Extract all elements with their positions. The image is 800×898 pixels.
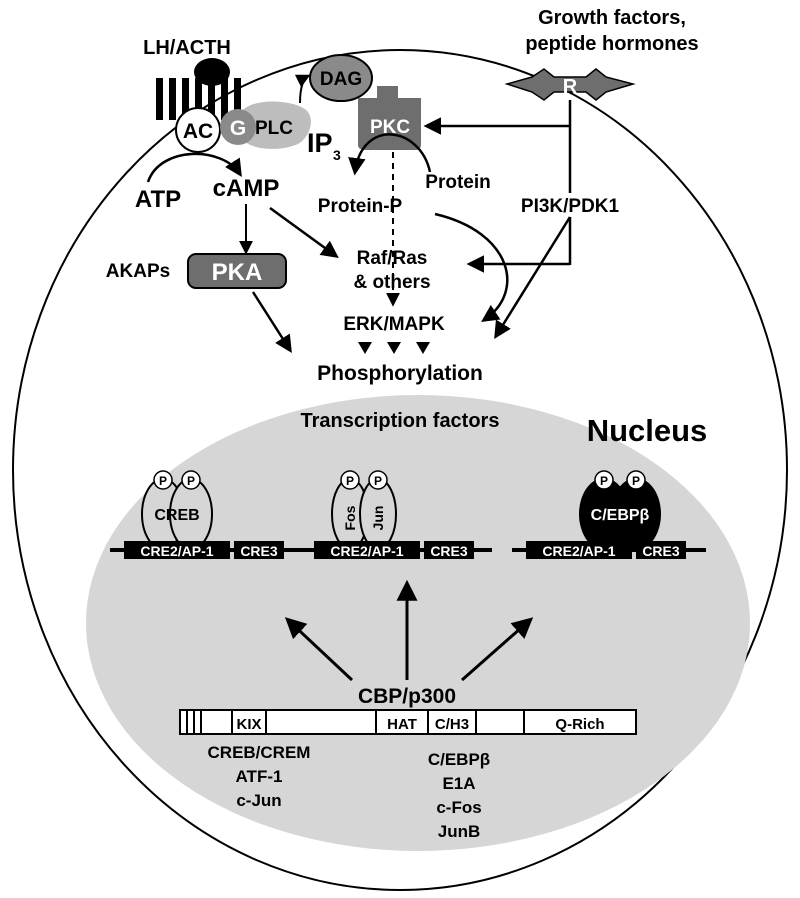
- left-partner-2: ATF-1: [236, 767, 283, 786]
- pkc-label: PKC: [370, 117, 410, 138]
- cbp-title: CBP/p300: [358, 685, 456, 708]
- gpcr-receptor: [156, 78, 241, 120]
- raf-ras-line1: Raf/Ras: [357, 248, 428, 269]
- protein-p-label: Protein-P: [318, 196, 403, 217]
- cebp-label: C/EBPβ: [591, 507, 650, 524]
- right-partner-3: c-Fos: [436, 798, 481, 817]
- g-protein: [220, 109, 256, 145]
- protein-p-to-erk-arrow: [434, 212, 509, 322]
- dna-element-2: [300, 541, 492, 559]
- jun-p: P: [374, 474, 382, 488]
- erk-mapk-label: ERK/MAPK: [343, 314, 445, 335]
- cre3-label-3: CRE3: [642, 543, 680, 559]
- pka-box: [187, 253, 287, 289]
- rtk-receptor: [504, 68, 636, 101]
- cre2-label-1: CRE2/AP-1: [140, 543, 213, 559]
- pkc-phosphorylation-cycle: [348, 133, 432, 176]
- cre2-label-3: CRE2/AP-1: [542, 543, 615, 559]
- ac-enzyme: [175, 107, 221, 153]
- camp-label: cAMP: [213, 175, 280, 202]
- ch3-domain: C/H3: [435, 716, 469, 733]
- protein-label: Protein: [425, 172, 490, 193]
- nucleus-shape: [86, 395, 750, 851]
- atp-label: ATP: [135, 186, 181, 213]
- akaps-label: AKAPs: [106, 261, 170, 282]
- fos-label: Fos: [342, 505, 358, 530]
- cbp-domain-bar: [179, 709, 637, 735]
- cebp-p2: P: [632, 474, 640, 488]
- nucleus-title: Nucleus: [587, 413, 708, 448]
- cre2-label-2: CRE2/AP-1: [330, 543, 403, 559]
- cbp-to-cebp-arrow: [461, 617, 534, 682]
- right-partner-4: JunB: [438, 822, 481, 841]
- pi3k-label: PI3K/PDK1: [521, 196, 620, 217]
- plc-to-dag-arrow: [294, 74, 311, 104]
- pi3k-to-erk-arrow: [494, 216, 572, 339]
- creb-p1: P: [159, 474, 167, 488]
- r-label: R: [563, 76, 578, 98]
- left-partner-3: c-Jun: [236, 791, 281, 810]
- erk-triangle-3: [416, 342, 430, 354]
- erk-triangle-2: [387, 342, 401, 354]
- pi3k-label-bg: [514, 193, 626, 217]
- right-partner-2: E1A: [442, 774, 475, 793]
- pkc-shape: [358, 86, 421, 150]
- cre3-label-2: CRE3: [430, 543, 468, 559]
- g-label: G: [230, 117, 246, 140]
- creb-complex: [141, 470, 213, 550]
- fos-jun-complex: [331, 470, 397, 550]
- dna-element-1: [110, 541, 300, 559]
- creb-p2: P: [187, 474, 195, 488]
- jun-label: Jun: [370, 506, 386, 531]
- dag-label: DAG: [320, 69, 362, 90]
- pka-to-phospho-arrow: [251, 291, 292, 353]
- raf-ras-line2: & others: [353, 272, 430, 293]
- growth-factors-line2: peptide hormones: [525, 33, 698, 55]
- cbp-to-creb-arrow: [284, 617, 354, 682]
- ip3-subscript: 3: [333, 147, 341, 163]
- phosphorylation-label: Phosphorylation: [317, 362, 483, 385]
- cebp-complex: [579, 470, 661, 550]
- fos-p: P: [346, 474, 354, 488]
- hat-domain: HAT: [387, 716, 417, 733]
- camp-to-raf-arrow: [269, 206, 339, 259]
- transcription-factors-label: Transcription factors: [301, 410, 500, 432]
- qrich-domain: Q-Rich: [555, 716, 604, 733]
- pka-label: PKA: [212, 259, 263, 286]
- atp-to-camp-arrow: [146, 152, 242, 183]
- growth-factors-line1: Growth factors,: [538, 7, 686, 29]
- lh-acth-label: LH/ACTH: [143, 37, 231, 59]
- kix-domain: KIX: [236, 716, 261, 733]
- ac-label: AC: [183, 120, 213, 143]
- ip3-label: IP: [307, 128, 333, 158]
- cebp-p1: P: [600, 474, 608, 488]
- dna-element-3: [512, 541, 706, 559]
- plc-label: PLC: [255, 118, 293, 139]
- left-partner-1: CREB/CREM: [208, 743, 311, 762]
- erk-triangle-1: [358, 342, 372, 354]
- cre3-label-1: CRE3: [240, 543, 278, 559]
- ligand-blob: [194, 58, 230, 86]
- creb-label: CREB: [154, 507, 199, 524]
- right-partner-1: C/EBPβ: [428, 750, 490, 769]
- plc-shape: [237, 101, 311, 149]
